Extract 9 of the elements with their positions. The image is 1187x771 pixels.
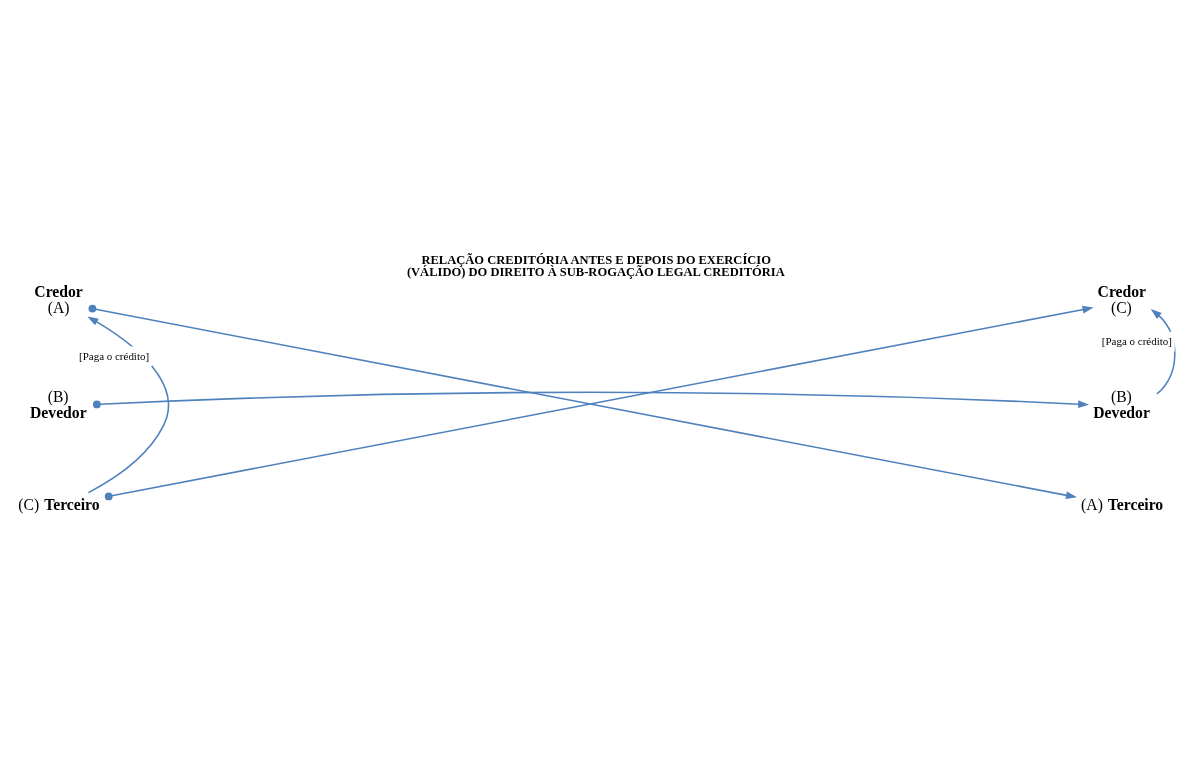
edge-label: [Paga o crédito] (1101, 334, 1172, 347)
node-text: Credor (C) (1097, 282, 1147, 316)
edge-label: [Paga o crédito] (79, 349, 150, 362)
diagram-title: RELAÇÃO CREDITÓRIA ANTES E DEPOIS DO EXERCÍCIO (VÁLIDO) DO DIREITO À SUB-ROGAÇÃO LEGAL CREDITÓRIA (406, 252, 785, 279)
node-text: (B) Devedor (1093, 387, 1150, 421)
node-text: (C) Terceiro (18, 495, 100, 513)
node-text: Credor (A) (34, 282, 83, 316)
node-text: (A) Terceiro (1081, 495, 1164, 513)
node-text: (B) Devedor (30, 387, 87, 421)
